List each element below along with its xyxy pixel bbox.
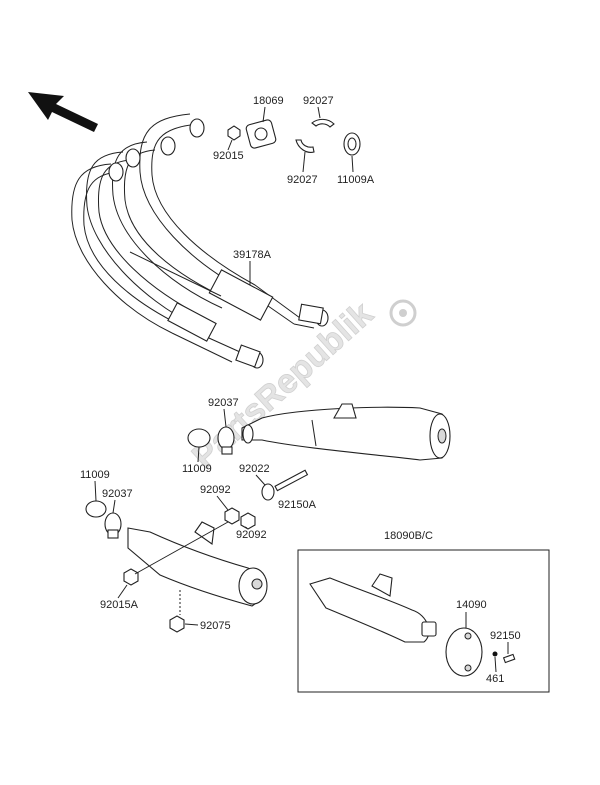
clamp-92037-upper bbox=[217, 426, 235, 455]
label-92092-upper: 92092 bbox=[200, 484, 231, 496]
label-92022: 92022 bbox=[239, 463, 270, 475]
nut-92092-upper bbox=[224, 507, 240, 525]
grommet-92075 bbox=[169, 590, 185, 633]
label-39178A: 39178A bbox=[233, 249, 272, 261]
watermark-gear-icon bbox=[389, 299, 417, 327]
label-92027-top: 92027 bbox=[303, 95, 334, 107]
label-92027-bottom: 92027 bbox=[287, 174, 318, 186]
label-14090: 14090 bbox=[456, 599, 487, 611]
exhaust-flange-18069 bbox=[245, 119, 277, 149]
exhaust-header-pipes bbox=[71, 113, 329, 369]
front-arrow-icon bbox=[28, 92, 98, 132]
right-muffler bbox=[241, 403, 451, 461]
screw-92150 bbox=[502, 653, 516, 664]
screw-461 bbox=[492, 651, 498, 657]
clamp-92037-left bbox=[104, 512, 122, 539]
muffler-assembly-inset bbox=[297, 549, 550, 693]
label-11009-upper: 11009 bbox=[182, 463, 212, 475]
bolt-92015A bbox=[123, 521, 229, 586]
label-11009-left: 11009 bbox=[80, 469, 110, 481]
nut-92092-lower bbox=[240, 512, 256, 530]
nut-92015 bbox=[227, 125, 241, 141]
gasket-11009A bbox=[343, 132, 361, 156]
label-92037-upper: 92037 bbox=[208, 397, 239, 409]
label-92015A: 92015A bbox=[100, 599, 139, 611]
label-461: 461 bbox=[486, 673, 504, 685]
baffle-14090 bbox=[445, 627, 483, 677]
bolt-92150A bbox=[274, 469, 309, 492]
split-keeper-92027-bottom bbox=[295, 139, 315, 153]
label-92075: 92075 bbox=[200, 620, 231, 632]
label-92150A: 92150A bbox=[278, 499, 317, 511]
washer-92022 bbox=[261, 483, 275, 501]
label-18069: 18069 bbox=[253, 95, 284, 107]
label-92037-left: 92037 bbox=[102, 488, 133, 500]
label-92015: 92015 bbox=[213, 150, 244, 162]
left-muffler bbox=[127, 521, 268, 607]
split-keeper-92027-top bbox=[311, 118, 335, 128]
gasket-11009-upper bbox=[187, 428, 211, 448]
label-11009A: 11009A bbox=[337, 174, 375, 186]
leader-lines bbox=[94, 106, 509, 673]
label-92150: 92150 bbox=[490, 630, 521, 642]
label-92092-lower: 92092 bbox=[236, 529, 267, 541]
gasket-11009-left bbox=[85, 500, 107, 518]
label-18090BC: 18090B/C bbox=[384, 530, 433, 542]
